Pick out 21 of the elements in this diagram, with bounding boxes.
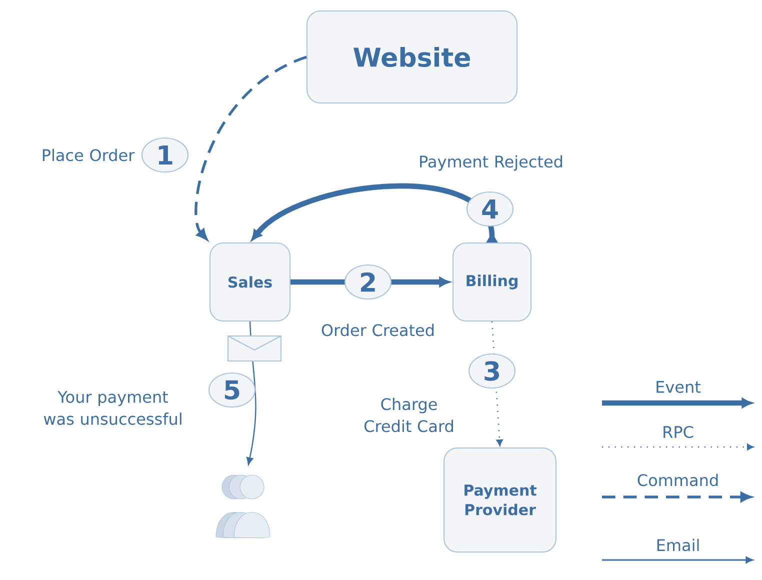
callout-number: 4	[466, 191, 514, 227]
callout-number: 5	[208, 372, 256, 408]
legend-label: RPC	[664, 426, 694, 438]
legend-label: Command	[638, 474, 718, 486]
process-box: Website	[306, 10, 518, 104]
legend-label: Event	[656, 381, 701, 393]
process-box: Billing	[452, 242, 532, 322]
arrow	[252, 184, 497, 242]
people-icon	[216, 474, 270, 538]
callout-number: 1	[141, 137, 189, 173]
edge-label: Order Created	[322, 324, 434, 336]
callout-number: 2	[344, 264, 392, 300]
edge-label: Charge Credit Card	[364, 398, 453, 432]
process-box: Sales	[209, 242, 291, 322]
arrow	[194, 56, 307, 240]
edge-label: Payment Rejected	[420, 155, 562, 171]
edge-label: Your payment was unsuccessful	[44, 391, 182, 425]
edge-label: Place Order	[42, 148, 135, 162]
callout-number: 3	[468, 353, 516, 389]
process-box: Payment Provider	[443, 447, 557, 553]
legend-label: Email	[657, 538, 699, 552]
